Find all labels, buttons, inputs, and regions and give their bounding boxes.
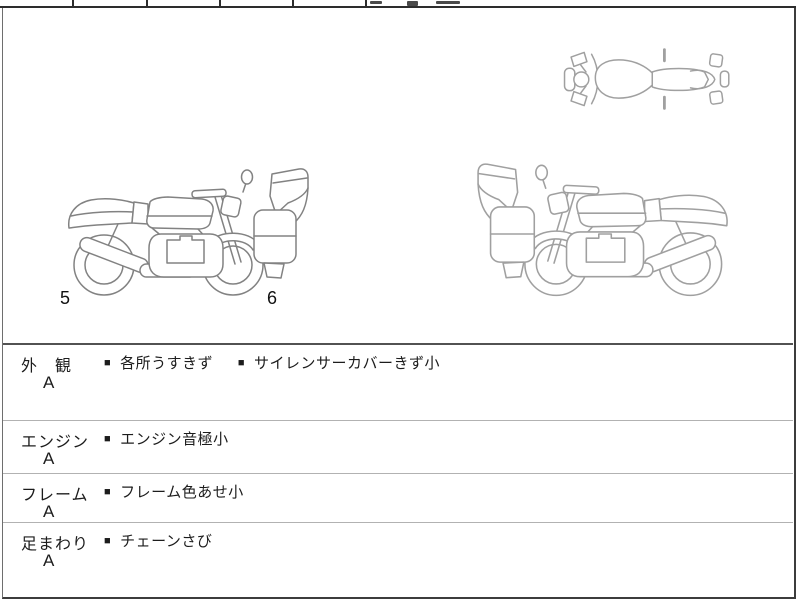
- section-row-undercarriage: 足まわり A ■ チェーンさび: [3, 522, 793, 598]
- bullet-icon: ■: [237, 357, 245, 369]
- section-row-engine: エンジン A ■ エンジン音極小: [3, 420, 793, 474]
- section-label: 外 観: [21, 358, 73, 375]
- cutoff-text-fragment: [370, 1, 382, 4]
- section-row-exterior: 外 観 A ■ 各所うすきず ■ サイレンサーカバーきず小: [3, 343, 793, 422]
- cutoff-text-fragment: [436, 1, 460, 4]
- motorcycle-right-side-diagram: [477, 163, 728, 297]
- motorcycle-left-side-diagram: [68, 168, 309, 296]
- bullet-icon: ■: [104, 486, 112, 498]
- diagram-point-label-6: 6: [267, 288, 278, 308]
- condition-note: ■ 各所うすきず: [104, 355, 213, 372]
- section-notes: ■ チェーンさび: [104, 530, 232, 551]
- header-column-divider: [365, 0, 367, 7]
- section-notes: ■ 各所うすきず ■ サイレンサーカバーきず小: [104, 352, 460, 373]
- header-column-divider: [146, 0, 148, 7]
- grade-value: A: [43, 373, 55, 392]
- section-notes: ■ フレーム色あせ小: [104, 481, 264, 502]
- grade-value: A: [43, 502, 55, 521]
- section-notes: ■ エンジン音極小: [104, 428, 249, 449]
- sheet-border: [2, 8, 796, 599]
- bullet-icon: ■: [104, 357, 112, 369]
- condition-note: ■ サイレンサーカバーきず小: [238, 355, 440, 372]
- condition-note: ■ チェーンさび: [104, 533, 212, 550]
- grade-value: A: [43, 551, 55, 570]
- section-label: エンジン: [21, 434, 90, 451]
- header-column-divider: [219, 0, 221, 7]
- note-text: エンジン音極小: [120, 431, 229, 448]
- note-text: 各所うすきず: [120, 355, 214, 372]
- section-label: 足まわり: [21, 536, 90, 553]
- grade-value: A: [43, 449, 55, 468]
- header-column-divider: [292, 0, 294, 7]
- note-text: サイレンサーカバーきず小: [254, 355, 441, 372]
- section-row-frame: フレーム A ■ フレーム色あせ小: [3, 473, 793, 523]
- motorcycle-top-view-diagram: [563, 48, 730, 110]
- note-text: チェーンさび: [120, 533, 213, 550]
- header-column-divider: [72, 0, 74, 7]
- bullet-icon: ■: [104, 535, 112, 547]
- cutoff-text-fragment: [407, 1, 418, 6]
- header-table-bottom-border: [0, 6, 796, 8]
- note-text: フレーム色あせ小: [120, 484, 244, 501]
- diagram-point-label-5: 5: [60, 288, 71, 308]
- bullet-icon: ■: [104, 433, 112, 445]
- condition-note: ■ エンジン音極小: [104, 431, 229, 448]
- condition-note: ■ フレーム色あせ小: [104, 484, 244, 501]
- section-label: フレーム: [21, 487, 89, 504]
